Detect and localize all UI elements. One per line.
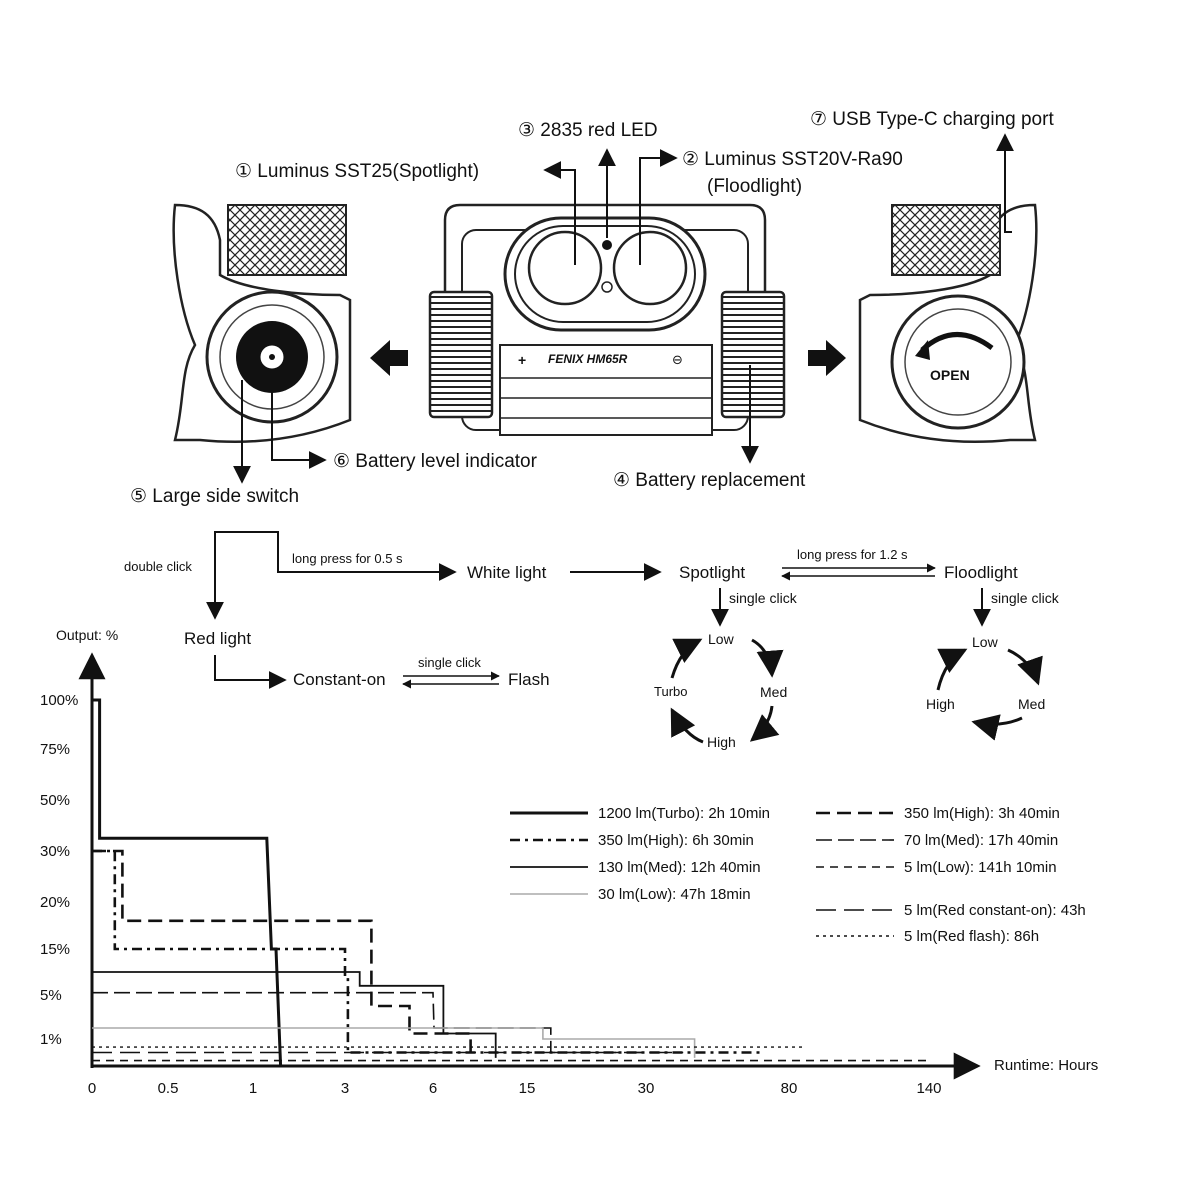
left-side-view: [172, 203, 352, 444]
arrow-left-icon: [370, 340, 408, 376]
x-axis-title: Runtime: Hours: [994, 1057, 1098, 1074]
x-tick-label: 80: [781, 1080, 798, 1097]
open-label: OPEN: [930, 367, 970, 383]
spot-turbo-label: Turbo: [654, 684, 687, 699]
white-light-label: White light: [467, 563, 547, 582]
x-tick-label: 6: [429, 1080, 437, 1097]
constant-on-label: Constant-on: [293, 670, 386, 689]
right-side-view: OPEN: [858, 203, 1038, 444]
callout-usb-port: ⑦ USB Type-C charging port: [810, 109, 1054, 130]
series-line-4: [92, 991, 661, 1054]
front-view: + FENIX HM65R ⊖: [428, 203, 786, 436]
legend-label: 70 lm(Med): 17h 40min: [904, 832, 1058, 849]
spotlight-label: Spotlight: [679, 563, 745, 582]
series-line-group: [92, 698, 931, 1067]
x-tick-label: 0.5: [158, 1080, 179, 1097]
flood-low-label: Low: [972, 634, 999, 650]
callout-floodlight-line2: (Floodlight): [707, 176, 802, 197]
legend-label: 5 lm(Red flash): 86h: [904, 928, 1039, 945]
single-click-red-label: single click: [418, 655, 481, 670]
flood-high-label: High: [926, 696, 955, 712]
spotlight-led-lens: [527, 230, 603, 306]
legend-label: 5 lm(Low): 141h 10min: [904, 859, 1057, 876]
double-click-label: double click: [124, 559, 192, 574]
y-tick-label: 15%: [40, 941, 70, 958]
y-tick-label: 100%: [40, 692, 78, 709]
flood-med-label: Med: [1018, 696, 1045, 712]
y-axis-title: Output: %: [56, 627, 118, 643]
y-tick-label: 50%: [40, 792, 70, 809]
spot-med-label: Med: [760, 684, 787, 700]
open-arrow-icon: [920, 332, 994, 352]
legend-label: 350 lm(High): 6h 30min: [598, 832, 754, 849]
series-line-7: [92, 1027, 696, 1058]
brand-text: FENIX HM65R: [548, 352, 628, 366]
legend: 1200 lm(Turbo): 2h 10min 350 lm(High): 3h…: [510, 805, 1086, 945]
y-tick-label: 75%: [40, 741, 70, 758]
floodlight-label: Floodlight: [944, 563, 1018, 582]
long-press-12-label: long press for 1.2 s: [797, 547, 908, 562]
runtime-chart: Output: % Runtime: Hours 100% 75% 50% 30% 20…: [40, 627, 1098, 1097]
red-led: [602, 240, 612, 250]
callout-side-switch: ⑤ Large side switch: [130, 486, 299, 507]
minus-sign: ⊖: [672, 352, 683, 367]
operation-flow: double click long press for 0.5 s White …: [124, 531, 1060, 750]
series-line-5: [92, 971, 497, 1058]
legend-label: 5 lm(Red constant-on): 43h: [904, 902, 1086, 919]
flash-label: Flash: [508, 670, 550, 689]
legend-label: 30 lm(Low): 47h 18min: [598, 886, 751, 903]
series-line-3: [92, 849, 761, 1054]
floodlight-led-lens: [612, 230, 688, 306]
y-tick-label: 30%: [40, 843, 70, 860]
callout-red-led: ③ 2835 red LED: [518, 120, 658, 141]
x-tick-label: 0: [88, 1080, 96, 1097]
single-click-spot-label: single click: [729, 590, 798, 606]
x-tick-label: 140: [916, 1080, 941, 1097]
plus-sign: +: [518, 352, 526, 368]
spot-high-label: High: [707, 734, 736, 750]
legend-label: 130 lm(Med): 12h 40min: [598, 859, 761, 876]
y-tick-group: 100% 75% 50% 30% 20% 15% 5% 1%: [40, 692, 78, 1048]
x-tick-group: 0 0.5 1 3 6 15 30 80 140: [88, 1080, 942, 1097]
spot-low-label: Low: [708, 631, 735, 647]
x-tick-label: 3: [341, 1080, 349, 1097]
red-light-label: Red light: [184, 629, 251, 648]
series-line-1: [92, 698, 283, 1067]
x-tick-label: 30: [638, 1080, 655, 1097]
arrow-right-icon: [808, 340, 846, 376]
x-tick-label: 15: [519, 1080, 536, 1097]
x-tick-label: 1: [249, 1080, 257, 1097]
legend-label: 350 lm(High): 3h 40min: [904, 805, 1060, 822]
callout-floodlight-line1: ② Luminus SST20V-Ra90: [682, 149, 903, 170]
y-tick-label: 5%: [40, 987, 62, 1004]
y-tick-label: 20%: [40, 894, 70, 911]
long-press-05-label: long press for 0.5 s: [292, 551, 403, 566]
y-tick-label: 1%: [40, 1031, 62, 1048]
callout-battery-replacement: ④ Battery replacement: [613, 470, 806, 491]
callout-battery-indicator: ⑥ Battery level indicator: [333, 451, 538, 472]
legend-label: 1200 lm(Turbo): 2h 10min: [598, 805, 770, 822]
series-line-2: [92, 849, 472, 1053]
callout-spotlight: ① Luminus SST25(Spotlight): [235, 161, 479, 182]
single-click-flood-label: single click: [991, 590, 1060, 606]
